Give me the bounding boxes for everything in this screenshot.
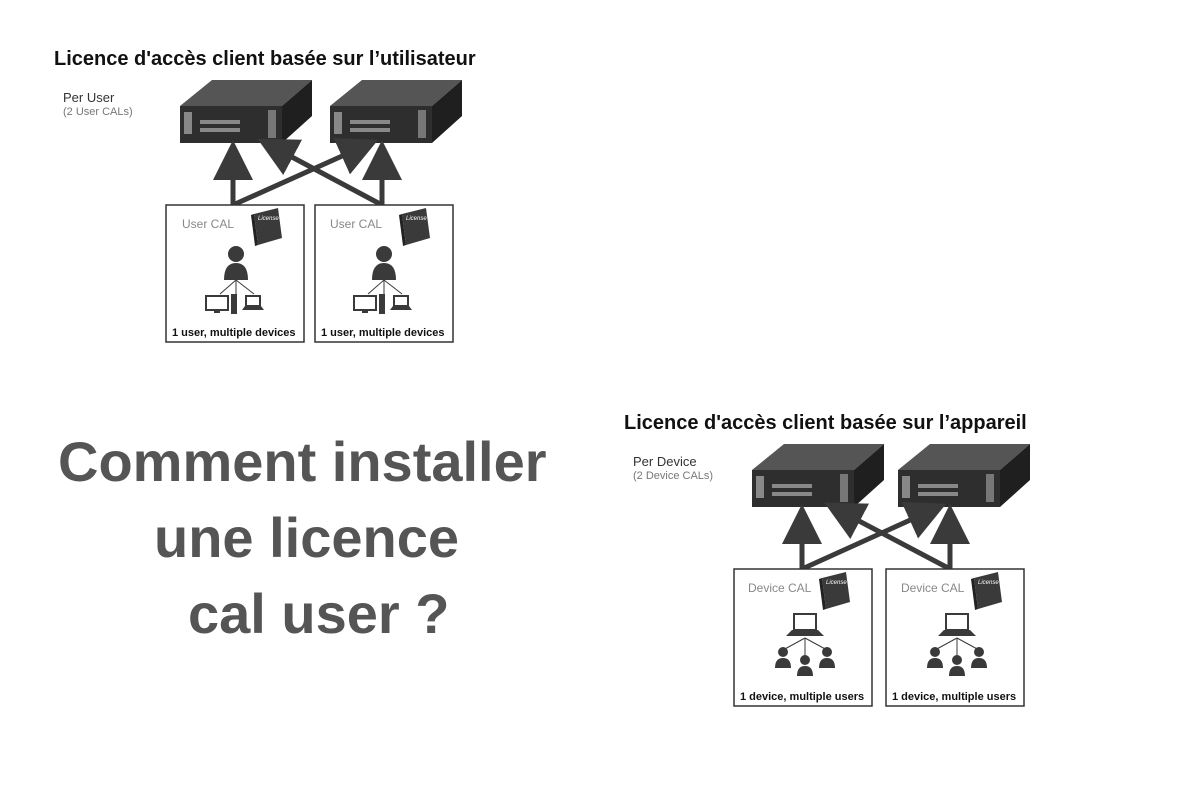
server-icon [752, 444, 884, 507]
user-cal-box: User CAL License 1 use [314, 204, 454, 343]
person-icon [367, 246, 403, 295]
laptop-icon [390, 295, 412, 310]
server-icon [330, 80, 462, 143]
desktop-icon [205, 294, 237, 314]
per-user-label: Per User [63, 90, 115, 105]
license-book-icon: License [251, 208, 282, 246]
desktop-icon [353, 294, 385, 314]
user-cal-caption: 1 user, multiple devices [172, 327, 296, 339]
license-book-icon: License [819, 572, 850, 610]
license-book-label: License [978, 580, 999, 586]
headline-line-3: cal user ? [188, 582, 450, 645]
device-cal-label: Device CAL [748, 581, 812, 595]
license-book-label: License [406, 216, 427, 222]
license-book-label: License [826, 580, 847, 586]
device-cal-caption: 1 device, multiple users [892, 691, 1016, 703]
per-user-sublabel: (2 User CALs) [63, 106, 133, 118]
license-book-icon: License [971, 572, 1002, 610]
device-cal-diagram: Licence d'accès client basée sur l’appar… [620, 412, 1100, 712]
people-group-icon [927, 637, 987, 676]
per-device-label: Per Device [633, 454, 697, 469]
user-cal-box: User CAL License 1 use [165, 204, 305, 343]
arrow-icon [800, 502, 947, 572]
arrow-icon [257, 138, 384, 208]
device-diagram-title: Licence d'accès client basée sur l’appar… [624, 412, 1027, 434]
headline-line-1: Comment installer [58, 430, 547, 493]
user-diagram-art: User CAL License 1 use [165, 80, 462, 343]
people-group-icon [775, 637, 835, 676]
laptop-icon [242, 295, 264, 310]
server-icon [180, 80, 312, 143]
server-icon [898, 444, 1030, 507]
user-cal-label: User CAL [182, 217, 234, 231]
user-cal-caption: 1 user, multiple devices [321, 327, 445, 339]
headline-line-2: une licence [154, 506, 460, 569]
headline: Comment installer une licence cal user ? [40, 424, 570, 652]
user-diagram-title: Licence d'accès client basée sur l’utili… [54, 48, 476, 70]
device-cal-box: Device CAL License 1 device [885, 568, 1025, 707]
person-icon [219, 246, 255, 295]
user-cal-diagram: Licence d'accès client basée sur l’utili… [50, 48, 530, 348]
laptop-icon [938, 613, 976, 636]
laptop-icon [786, 613, 824, 636]
arrow-icon [231, 137, 379, 208]
device-cal-label: Device CAL [901, 581, 965, 595]
device-diagram-art: Device CAL License 1 device [733, 444, 1030, 707]
device-cal-box: Device CAL License 1 device [733, 568, 873, 707]
license-book-label: License [258, 216, 279, 222]
user-cal-label: User CAL [330, 217, 382, 231]
license-book-icon: License [399, 208, 430, 246]
arrow-icon [824, 502, 952, 572]
device-cal-caption: 1 device, multiple users [740, 691, 864, 703]
per-device-sublabel: (2 Device CALs) [633, 470, 714, 482]
